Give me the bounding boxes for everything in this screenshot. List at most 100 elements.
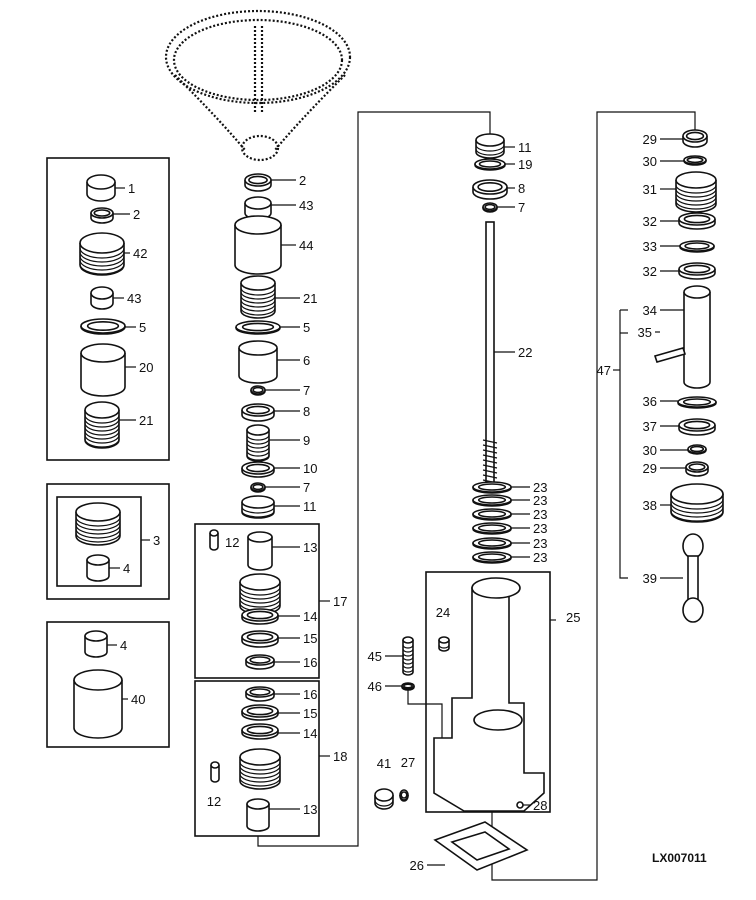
callout-23: 23 [511,536,547,551]
svg-text:26: 26 [410,858,424,873]
ring-part [679,240,715,253]
threaded-cap-part [675,171,717,213]
pin-part [653,347,687,363]
callout-41: 41 [377,756,391,771]
ring-part [241,723,279,740]
svg-text:42: 42 [133,246,147,261]
svg-text:15: 15 [303,706,317,721]
svg-text:11: 11 [303,499,317,514]
svg-text:44: 44 [299,238,313,253]
spring-ring-part [472,508,512,521]
svg-text:10: 10 [303,461,317,476]
callout-29: 29 [643,132,683,147]
svg-text:11: 11 [518,140,532,155]
callout-20: 20 [125,360,153,375]
cap-part [670,483,724,523]
svg-text:43: 43 [127,291,141,306]
connector-line [491,111,696,881]
callout-45: 45 [368,649,404,664]
callout-15: 15 [278,631,317,646]
sleeve-part [80,343,126,397]
assembly-47-label: 47 [597,363,611,378]
svg-text:21: 21 [139,413,153,428]
svg-text:5: 5 [139,320,146,335]
callout-36: 36 [643,394,678,409]
kit-3-inner-box [56,496,142,587]
bushing-part [244,173,272,192]
svg-text:46: 46 [368,679,382,694]
callout-19: 19 [505,157,532,172]
bolt-part [402,636,414,676]
callout-10: 10 [274,461,317,476]
callout-44: 44 [281,238,313,253]
clip-part [250,482,266,493]
split-cone-part [244,196,272,220]
figure-code: LX007011 [652,851,707,865]
callout-43: 43 [113,291,141,306]
svg-text:8: 8 [303,404,310,419]
svg-text:23: 23 [533,507,547,522]
callout-11: 11 [274,499,317,514]
callout-46: 46 [368,679,402,694]
svg-text:2: 2 [133,207,140,222]
callout-4: 4 [109,561,130,576]
pitman-arm-part [682,533,704,623]
kit-3-outer-box [46,483,170,600]
svg-text:14: 14 [303,726,317,741]
svg-text:15: 15 [303,631,317,646]
svg-text:23: 23 [533,536,547,551]
callout-21: 21 [119,413,153,428]
svg-text:16: 16 [303,687,317,702]
washer-part [241,403,275,422]
pin-part [209,529,219,551]
callouts: 1242435202134440243442156789107111312141… [107,132,688,873]
callout-14: 14 [278,726,317,741]
svg-text:30: 30 [643,154,657,169]
ring-part [245,654,275,670]
callout-4: 4 [107,638,127,653]
svg-text:23: 23 [533,480,547,495]
svg-text:32: 32 [643,264,657,279]
steering-wheel [164,9,352,162]
nut-part [475,133,505,159]
callout-1: 1 [115,181,135,196]
callout-15: 15 [278,706,317,721]
spring-ring-part [472,494,512,507]
svg-text:23: 23 [533,493,547,508]
spring-part [246,424,270,462]
callout-5: 5 [280,320,310,335]
svg-text:34: 34 [643,303,657,318]
svg-text:2: 2 [299,173,306,188]
callout-7: 7 [265,383,310,398]
callout-9: 9 [269,433,310,448]
svg-text:19: 19 [518,157,532,172]
svg-text:6: 6 [303,353,310,368]
svg-text:4: 4 [120,638,127,653]
shaft-tube-part [683,285,711,389]
callout-13: 13 [272,540,317,555]
ring-part [241,608,279,625]
housing-25-label: 25 [566,610,580,625]
set-screw-part [438,636,450,652]
callout-8: 8 [274,404,310,419]
callout-13: 13 [269,802,317,817]
svg-text:21: 21 [303,291,317,306]
callout-16: 16 [274,655,317,670]
callout-24: 24 [436,605,450,620]
threaded-housing-part [239,748,281,790]
svg-text:29: 29 [643,132,657,147]
svg-text:1: 1 [128,181,135,196]
callout-23: 23 [511,493,547,508]
svg-text:14: 14 [303,609,317,624]
threaded-housing-part [79,232,125,276]
threaded-housing-part [239,573,281,615]
callout-30: 30 [643,154,684,169]
svg-text:7: 7 [303,383,310,398]
svg-text:7: 7 [303,480,310,495]
washer-part [683,155,707,166]
bushing-part [84,630,108,658]
svg-text:13: 13 [303,540,317,555]
svg-text:32: 32 [643,214,657,229]
kit-1-box [46,157,170,461]
svg-text:40: 40 [131,692,145,707]
